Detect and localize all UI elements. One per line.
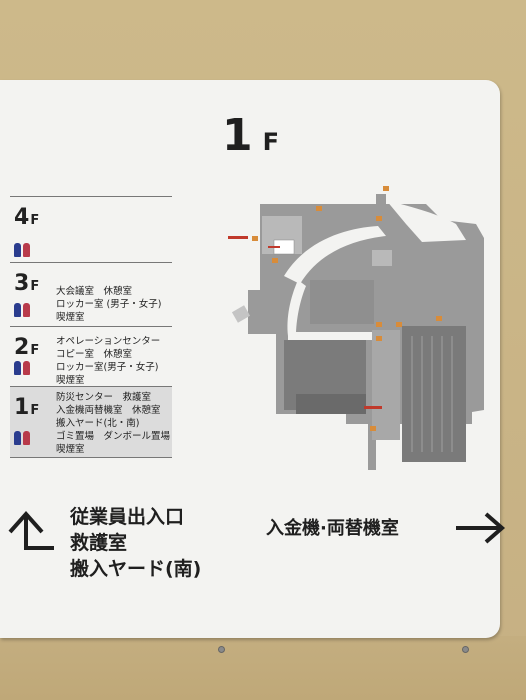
east-hall xyxy=(310,280,374,324)
floor-label: 3F xyxy=(14,271,40,296)
restroom-icon xyxy=(14,361,30,375)
floor-number: 1 xyxy=(222,110,255,161)
direction-employee-entrance: 従業員出入口 xyxy=(70,506,185,528)
direction-first-aid: 救護室 xyxy=(70,532,128,554)
screw xyxy=(218,646,225,653)
floor-facilities: 大会議室 休憩室 ロッカー室 (男子・女子) 喫煙室 xyxy=(56,286,162,323)
floor-facilities: 防災センター 救護室 入金機両替機室 休憩室 搬入ヤード(北・南) ゴミ置場 ダ… xyxy=(56,392,171,455)
restroom-icon xyxy=(14,243,30,257)
floor-label: 2F xyxy=(14,335,40,360)
arrow-up-icon xyxy=(8,510,54,550)
entrance-markers xyxy=(228,236,382,409)
north-plaza xyxy=(386,200,466,242)
parking-lines xyxy=(411,336,453,452)
screw xyxy=(462,646,469,653)
floor-label: 1F xyxy=(14,395,40,420)
restroom-icon xyxy=(14,431,30,445)
floor-facilities: オペレーションセンター コピー室 休憩室 ロッカー室(男子・女子) 喫煙室 xyxy=(56,336,161,386)
wall-bottom xyxy=(0,636,526,700)
room xyxy=(231,305,251,323)
parking-area xyxy=(402,326,466,462)
walkway xyxy=(284,226,386,284)
corridor xyxy=(288,332,396,340)
room xyxy=(372,250,392,266)
floor-map xyxy=(228,186,484,470)
stair-markers xyxy=(252,186,442,431)
loading-dock xyxy=(296,394,366,414)
floor-row-4f: 4F xyxy=(10,196,172,262)
floor-row-2f: 2F オペレーションセンター コピー室 休憩室 ロッカー室(男子・女子) 喫煙室 xyxy=(10,326,172,386)
floor-unit: F xyxy=(262,128,282,156)
floor-row-3f: 3F 大会議室 休憩室 ロッカー室 (男子・女子) 喫煙室 xyxy=(10,262,172,326)
direction-loading-yard: 搬入ヤード(南) xyxy=(70,558,202,580)
direction-cash-machine-room: 入金機·両替機室 xyxy=(266,518,399,539)
left-directions: 従業員出入口 救護室 搬入ヤード(南) xyxy=(70,504,201,582)
floor-row-1f: 1F 防災センター 救護室 入金機両替機室 休憩室 搬入ヤード(北・南) ゴミ置… xyxy=(10,386,172,458)
walkway-lower xyxy=(287,280,306,336)
restroom-icon xyxy=(14,303,30,317)
floor-directory: 4F 3F 大会議室 休憩室 ロッカー室 (男子・女子) 喫煙室 2F オペレー… xyxy=(10,196,172,458)
service-strip xyxy=(372,330,400,440)
floor-label: 4F xyxy=(14,205,40,230)
arrow-right-icon xyxy=(456,512,506,544)
